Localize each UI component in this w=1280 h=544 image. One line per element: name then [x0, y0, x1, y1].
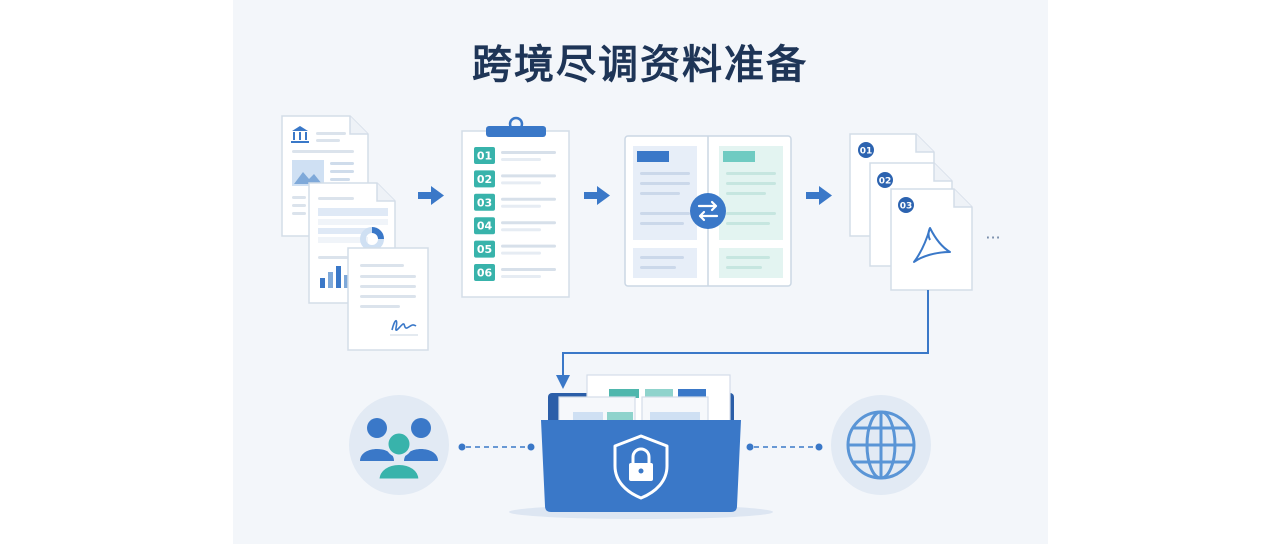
checklist-number: 06: [477, 267, 493, 280]
checklist-line: [501, 268, 556, 271]
checklist-item: 02: [474, 170, 556, 188]
team-group: [349, 395, 449, 495]
more-indicator: ···: [985, 228, 1000, 247]
checklist-number: 03: [477, 196, 492, 209]
checklist-number-badge: [474, 147, 495, 164]
checklist-item: 05: [474, 240, 556, 258]
file-number-label: 01: [860, 147, 873, 157]
numbered-file-3: [890, 188, 973, 291]
checklist-line: [501, 181, 541, 185]
people-group-icon: [360, 418, 438, 482]
file-number-label: 03: [900, 202, 913, 212]
checklist-number-badge: [474, 193, 495, 211]
signature-icon: [390, 319, 418, 336]
checklist-line: [501, 251, 541, 255]
arrow-3: [806, 186, 832, 205]
arrow-1: [418, 186, 444, 205]
checklist-number: 04: [477, 220, 493, 233]
checklist-line: [501, 151, 556, 154]
checklist-line: [501, 228, 541, 232]
shield-lock-icon: [613, 434, 669, 500]
checklist-clipboard: 01 02 03 04 05 06: [461, 116, 570, 298]
bank-icon: [291, 126, 309, 143]
arrow-2: [584, 186, 610, 205]
connector-folder-globe: [746, 443, 823, 451]
checklist-item: 01: [474, 147, 556, 164]
file-number-label: 02: [879, 177, 892, 187]
checklist-number-badge: [474, 217, 495, 235]
connector-team-folder: [458, 443, 535, 451]
checklist-number: 02: [477, 173, 492, 186]
signed-document: [347, 247, 429, 351]
checklist-line: [501, 204, 541, 208]
checklist-number-badge: [474, 170, 495, 188]
connector-to-folder: [556, 290, 929, 389]
source-documents: [281, 115, 429, 351]
pdf-icon: [913, 227, 951, 263]
globe-icon: [846, 410, 916, 480]
numbered-file-stack: 01 02 03 ···: [849, 133, 1001, 291]
checklist-line: [501, 197, 556, 201]
checklist-item: 03: [474, 193, 556, 211]
cross-border-globe: [831, 395, 931, 495]
clipboard-icon: [486, 116, 546, 137]
checklist-line: [501, 275, 541, 278]
checklist-line: [501, 174, 556, 178]
comparison-book: [624, 135, 792, 287]
bar-chart-icon: [320, 266, 349, 288]
checklist-number-badge: [474, 240, 495, 258]
secure-data-room-folder: [509, 374, 773, 519]
checklist-line: [501, 244, 556, 248]
checklist-number-badge: [474, 264, 495, 281]
report-document: [308, 182, 396, 304]
page-title: 跨境尽调资料准备: [472, 42, 808, 88]
checklist-line: [501, 221, 556, 225]
checklist-item: 06: [474, 264, 556, 281]
checklist-line: [501, 158, 541, 161]
checklist-item: 04: [474, 217, 556, 235]
checklist-number: 05: [477, 243, 492, 256]
checklist-number: 01: [477, 150, 492, 163]
swap-arrows-icon: [690, 193, 726, 229]
image-icon: [292, 160, 324, 186]
